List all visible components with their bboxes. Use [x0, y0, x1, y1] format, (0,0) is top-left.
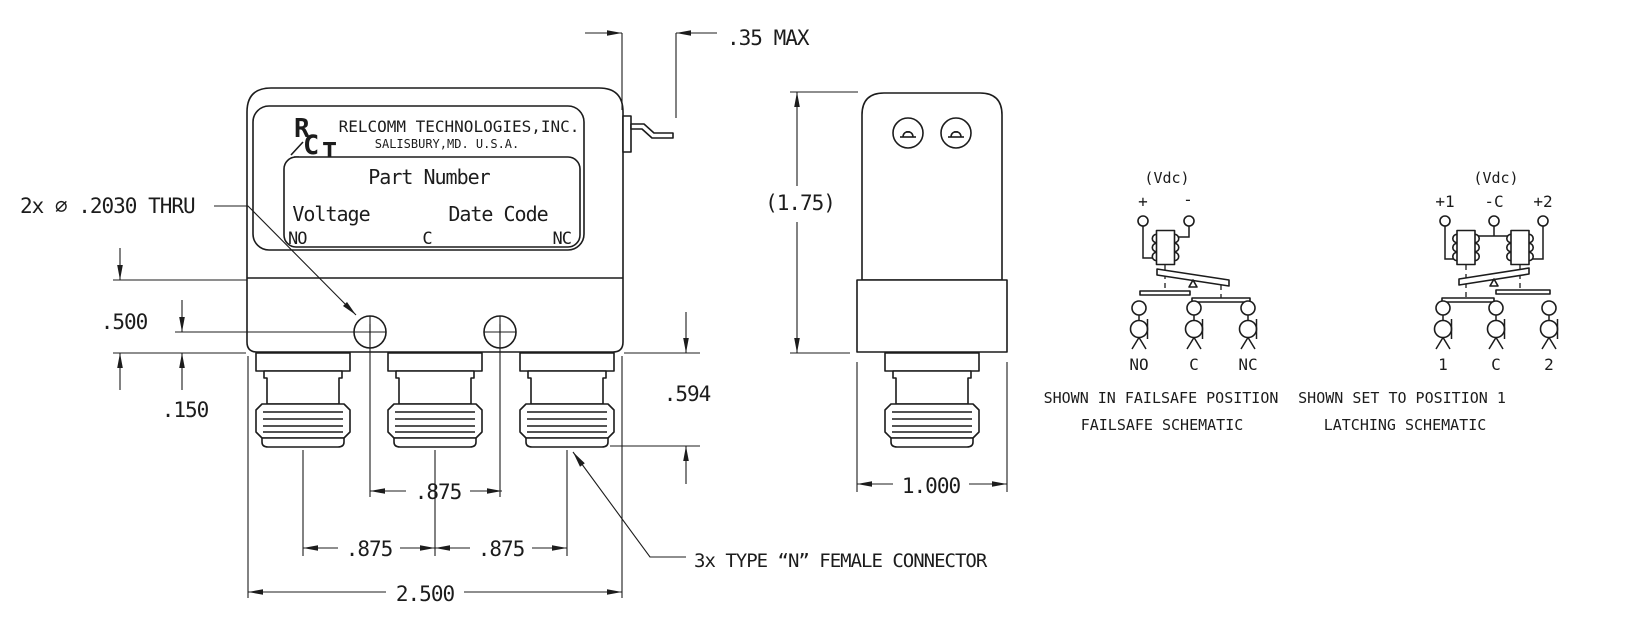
date-code-label: Date Code [448, 202, 547, 226]
solder-terminal [622, 115, 674, 153]
failsafe-label-nc: NC [1238, 355, 1257, 374]
failsafe-plus: + [1138, 192, 1148, 211]
latching-label-c: C [1491, 355, 1501, 374]
logo-letter-c: C [303, 130, 319, 161]
logo-letter-r: R [294, 114, 310, 144]
n-connector-c [387, 352, 483, 448]
label-field-box [283, 156, 581, 248]
dim-175: (1.75) [765, 191, 835, 215]
failsafe-label-c: C [1189, 355, 1199, 374]
company-name: RELCOMM TECHNOLOGIES,INC. [339, 117, 580, 136]
failsafe-minus: - [1183, 190, 1193, 209]
latching-caption-1: SHOWN SET TO POSITION 1 [1298, 389, 1506, 407]
latching-label-1: 1 [1438, 355, 1448, 374]
port-label-nc: NC [553, 229, 571, 249]
failsafe-caption-2: FAILSAFE SCHEMATIC [1081, 416, 1244, 434]
failsafe-contact-open [1139, 290, 1191, 296]
latching-plus1: +1 [1435, 192, 1454, 211]
terminal-left [892, 117, 924, 149]
dim-2500: 2.500 [396, 582, 455, 606]
latching-label-2: 2 [1544, 355, 1554, 374]
company-address: SALISBURY,MD. U.S.A. [375, 137, 520, 151]
failsafe-vdc: (Vdc) [1144, 169, 1189, 187]
latching-minusc: -C [1484, 192, 1503, 211]
failsafe-coil [1151, 229, 1180, 266]
failsafe-port-nc [1238, 300, 1258, 350]
dimensions: .35 MAX 2x ⌀ .2030 THRU .500 .150 .594 .… [20, 26, 1008, 606]
failsafe-pivot [1188, 279, 1198, 288]
port-label-no: NO [288, 229, 307, 249]
latching-plus2: +2 [1533, 192, 1552, 211]
failsafe-schematic: (Vdc) + - NO C NC SHOWN IN FAILSAFE POSI… [1044, 169, 1279, 434]
dim-1000: 1.000 [902, 474, 961, 498]
part-number-label: Part Number [368, 165, 490, 189]
latching-port-2 [1539, 300, 1559, 350]
note-connectors: 3x TYPE “N” FEMALE CONNECTOR [694, 550, 988, 572]
side-body [861, 92, 1003, 281]
latching-caption-2: LATCHING SCHEMATIC [1324, 416, 1487, 434]
note-mounting-holes: 2x ⌀ .2030 THRU [20, 194, 195, 218]
dim-594: .594 [664, 382, 711, 406]
port-label-c: C [422, 229, 431, 249]
side-view [856, 92, 1008, 448]
failsafe-caption-1: SHOWN IN FAILSAFE POSITION [1044, 389, 1279, 407]
latching-contact-closed [1441, 297, 1495, 303]
n-connector-no [255, 352, 351, 448]
latching-coil-1 [1452, 229, 1480, 266]
dim-875-left: .875 [346, 537, 393, 561]
failsafe-contact-closed [1191, 297, 1251, 303]
latching-coil-2 [1506, 229, 1534, 266]
latching-armature [1458, 267, 1530, 286]
failsafe-label-no: NO [1129, 355, 1148, 374]
failsafe-armature [1156, 268, 1230, 287]
dim-875-holes: .875 [415, 480, 462, 504]
dim-150: .150 [162, 398, 209, 422]
latching-port-c [1486, 300, 1506, 350]
side-base [856, 279, 1008, 353]
latching-pivot [1489, 278, 1499, 287]
latching-port-1 [1433, 300, 1453, 350]
front-view: R C T RELCOMM TECHNOLOGIES,INC. SALISBUR… [246, 87, 674, 448]
dim-lug-max: .35 MAX [727, 26, 810, 50]
terminal-right [940, 117, 972, 149]
dim-500: .500 [101, 310, 148, 334]
latching-schematic: (Vdc) +1 -C +2 1 C 2 SHOWN SET TO POSITI… [1298, 169, 1559, 434]
voltage-label: Voltage [292, 202, 369, 226]
dim-875-right: .875 [478, 537, 525, 561]
failsafe-port-no [1129, 300, 1149, 350]
n-connector-nc [519, 352, 615, 448]
n-connector-side [884, 352, 980, 448]
product-label: R C T RELCOMM TECHNOLOGIES,INC. SALISBUR… [252, 105, 585, 251]
latching-vdc: (Vdc) [1473, 169, 1518, 187]
failsafe-port-c [1184, 300, 1204, 350]
latching-contact-open [1495, 289, 1551, 295]
